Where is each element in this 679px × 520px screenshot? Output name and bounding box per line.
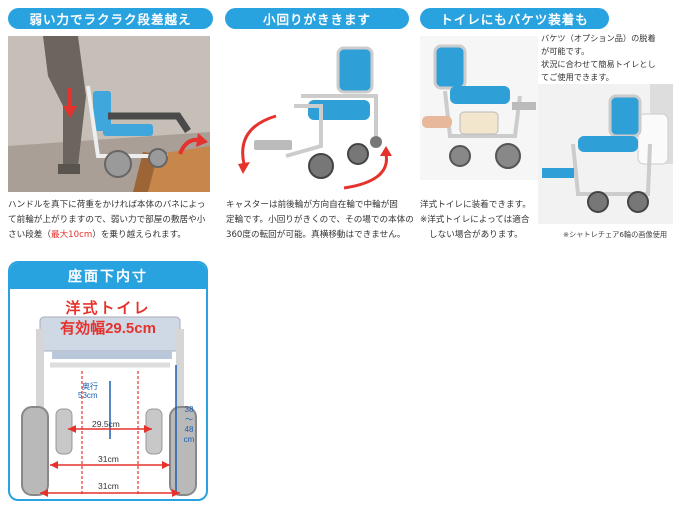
bucket-photo [420,36,538,180]
turning-caption-line3: 360度の転回が可能。真横移動はできません。 [226,230,406,240]
turning-caption: キャスターは前後輪が方向自在輪で中輪が固 定輪です。小回りがきくので、その場での… [226,198,416,243]
toilet-caption-line1: 洋式トイレに装着できます。 [420,200,531,210]
bucket-description: バケツ（オプション品）の脱着 が可能です。 状況に合わせて簡易トイレとし てご使… [541,32,676,84]
bucket-description-line4: てご使用できます。 [541,72,614,82]
effective-width-label: 有効幅29.5cm [60,320,156,337]
step-over-caption-line3-end: ）を乗り越えられます。 [92,230,186,240]
bucket-description-line1: バケツ（オプション品）の脱着 [541,33,656,43]
step-over-caption: ハンドルを真下に荷重をかければ本体のバネによっ て前輪が上がりますので、弱い力で… [8,198,218,243]
seat-height-min: 38 [184,405,194,414]
max-step-height: 最大10cm [50,230,93,240]
bucket-illustration [420,36,538,180]
bucket-description-line2: が可能です。 [541,46,590,56]
toilet-caption-line2: ※洋式トイレによっては適合 [420,215,530,225]
turning-caption-line2: 定輪です。小回りがきくので、その場での本体の [226,215,414,225]
depth-label: 奥行 [82,382,98,391]
turning-photo [226,36,411,194]
dim-inner-width: 29.5cm [92,419,120,429]
seat-dimensions-panel: 座面下内寸 洋式トイレ 有効幅29.5cm 奥行 53cm 38 〜 4 [8,261,208,501]
seat-frame-illustration [21,316,197,497]
step-over-caption-line3-start: さい段差（ [8,230,51,240]
seat-height-max: 48 [184,425,194,434]
toilet-photo [538,84,673,224]
seat-dimensions-title: 座面下内寸 [10,263,206,289]
dim-bottom-width: 31cm [98,481,119,491]
bucket-description-line3: 状況に合わせて簡易トイレとし [541,59,656,69]
seat-height-tilde: 〜 [185,415,193,424]
turning-illustration [238,46,392,190]
image-note: ※シャトレチェア6輪の画像使用 [563,230,668,239]
section-title-toilet-bucket: トイレにもバケツ装着も [420,8,609,29]
depth-value: 53cm [78,391,98,400]
seat-height-range: 38 〜 48 cm [182,405,196,445]
toilet-caption: 洋式トイレに装着できます。 ※洋式トイレによっては適合 しない場合があります。 [420,198,538,243]
toilet-label: 洋式トイレ [65,300,151,317]
section-title-step-over: 弱い力でラクラク段差越え [8,8,213,29]
step-over-caption-line2: て前輪が上がりますので、弱い力で部屋の敷居や小 [8,215,206,225]
toilet-illustration [538,84,673,224]
turning-caption-line1: キャスターは前後輪が方向自在輪で中輪が固 [226,200,398,210]
section-title-turning: 小回りがききます [225,8,409,29]
dim-mid-width: 31cm [98,454,119,464]
step-over-photo [8,36,210,192]
toilet-caption-line3: しない場合があります。 [429,230,523,240]
step-over-illustration [8,36,210,192]
step-over-caption-line1: ハンドルを真下に荷重をかければ本体のバネによっ [8,200,206,210]
seat-height-unit: cm [183,435,195,444]
